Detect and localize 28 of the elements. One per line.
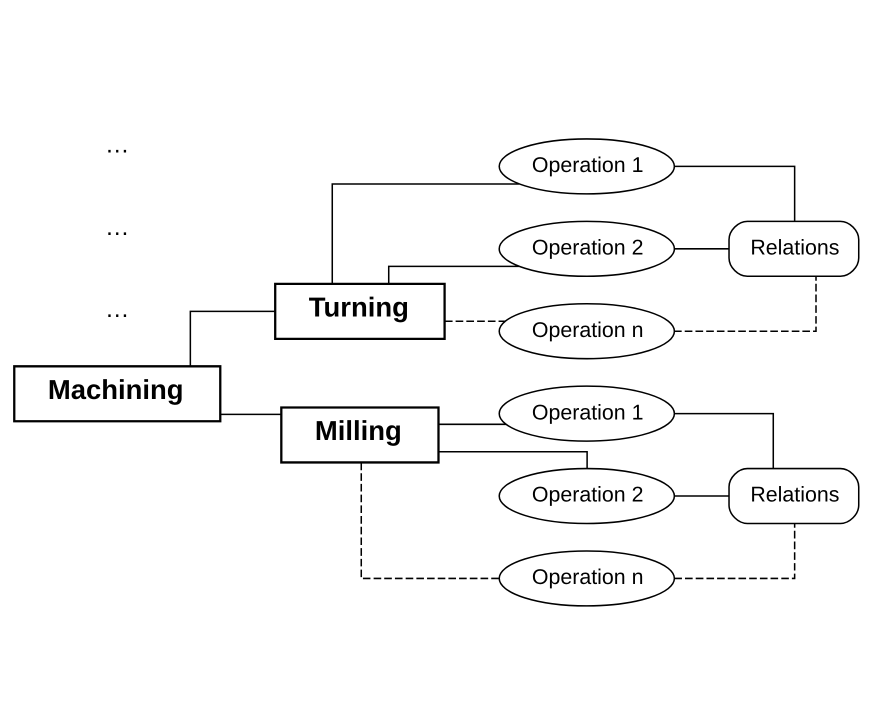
connector — [388, 266, 520, 284]
node-ellipse: Operation n — [498, 302, 676, 360]
connector — [445, 320, 505, 322]
node-ellipse: Operation 2 — [498, 468, 676, 524]
node-ellipse: Operation n — [498, 550, 676, 607]
connector — [438, 451, 588, 468]
connector — [674, 524, 796, 580]
node-ellipse: Operation 2 — [498, 220, 676, 278]
node-ellipse: Operation 1 — [498, 138, 676, 195]
connector — [360, 462, 499, 580]
connector — [220, 414, 281, 416]
connector — [332, 183, 520, 284]
connector — [190, 310, 276, 366]
connector — [674, 495, 729, 497]
connector — [438, 424, 506, 426]
connector — [674, 412, 774, 468]
label: … — [105, 131, 130, 158]
node-box: Relations — [728, 220, 860, 278]
node-box: Relations — [728, 468, 860, 524]
connector — [674, 248, 729, 250]
node-box: Milling — [280, 406, 440, 464]
label: … — [105, 296, 130, 324]
connector — [674, 166, 796, 221]
node-box: Machining — [13, 365, 222, 422]
connector — [674, 276, 817, 332]
node-ellipse: Operation 1 — [498, 385, 676, 442]
label: … — [105, 214, 130, 241]
node-box: Turning — [274, 282, 446, 340]
